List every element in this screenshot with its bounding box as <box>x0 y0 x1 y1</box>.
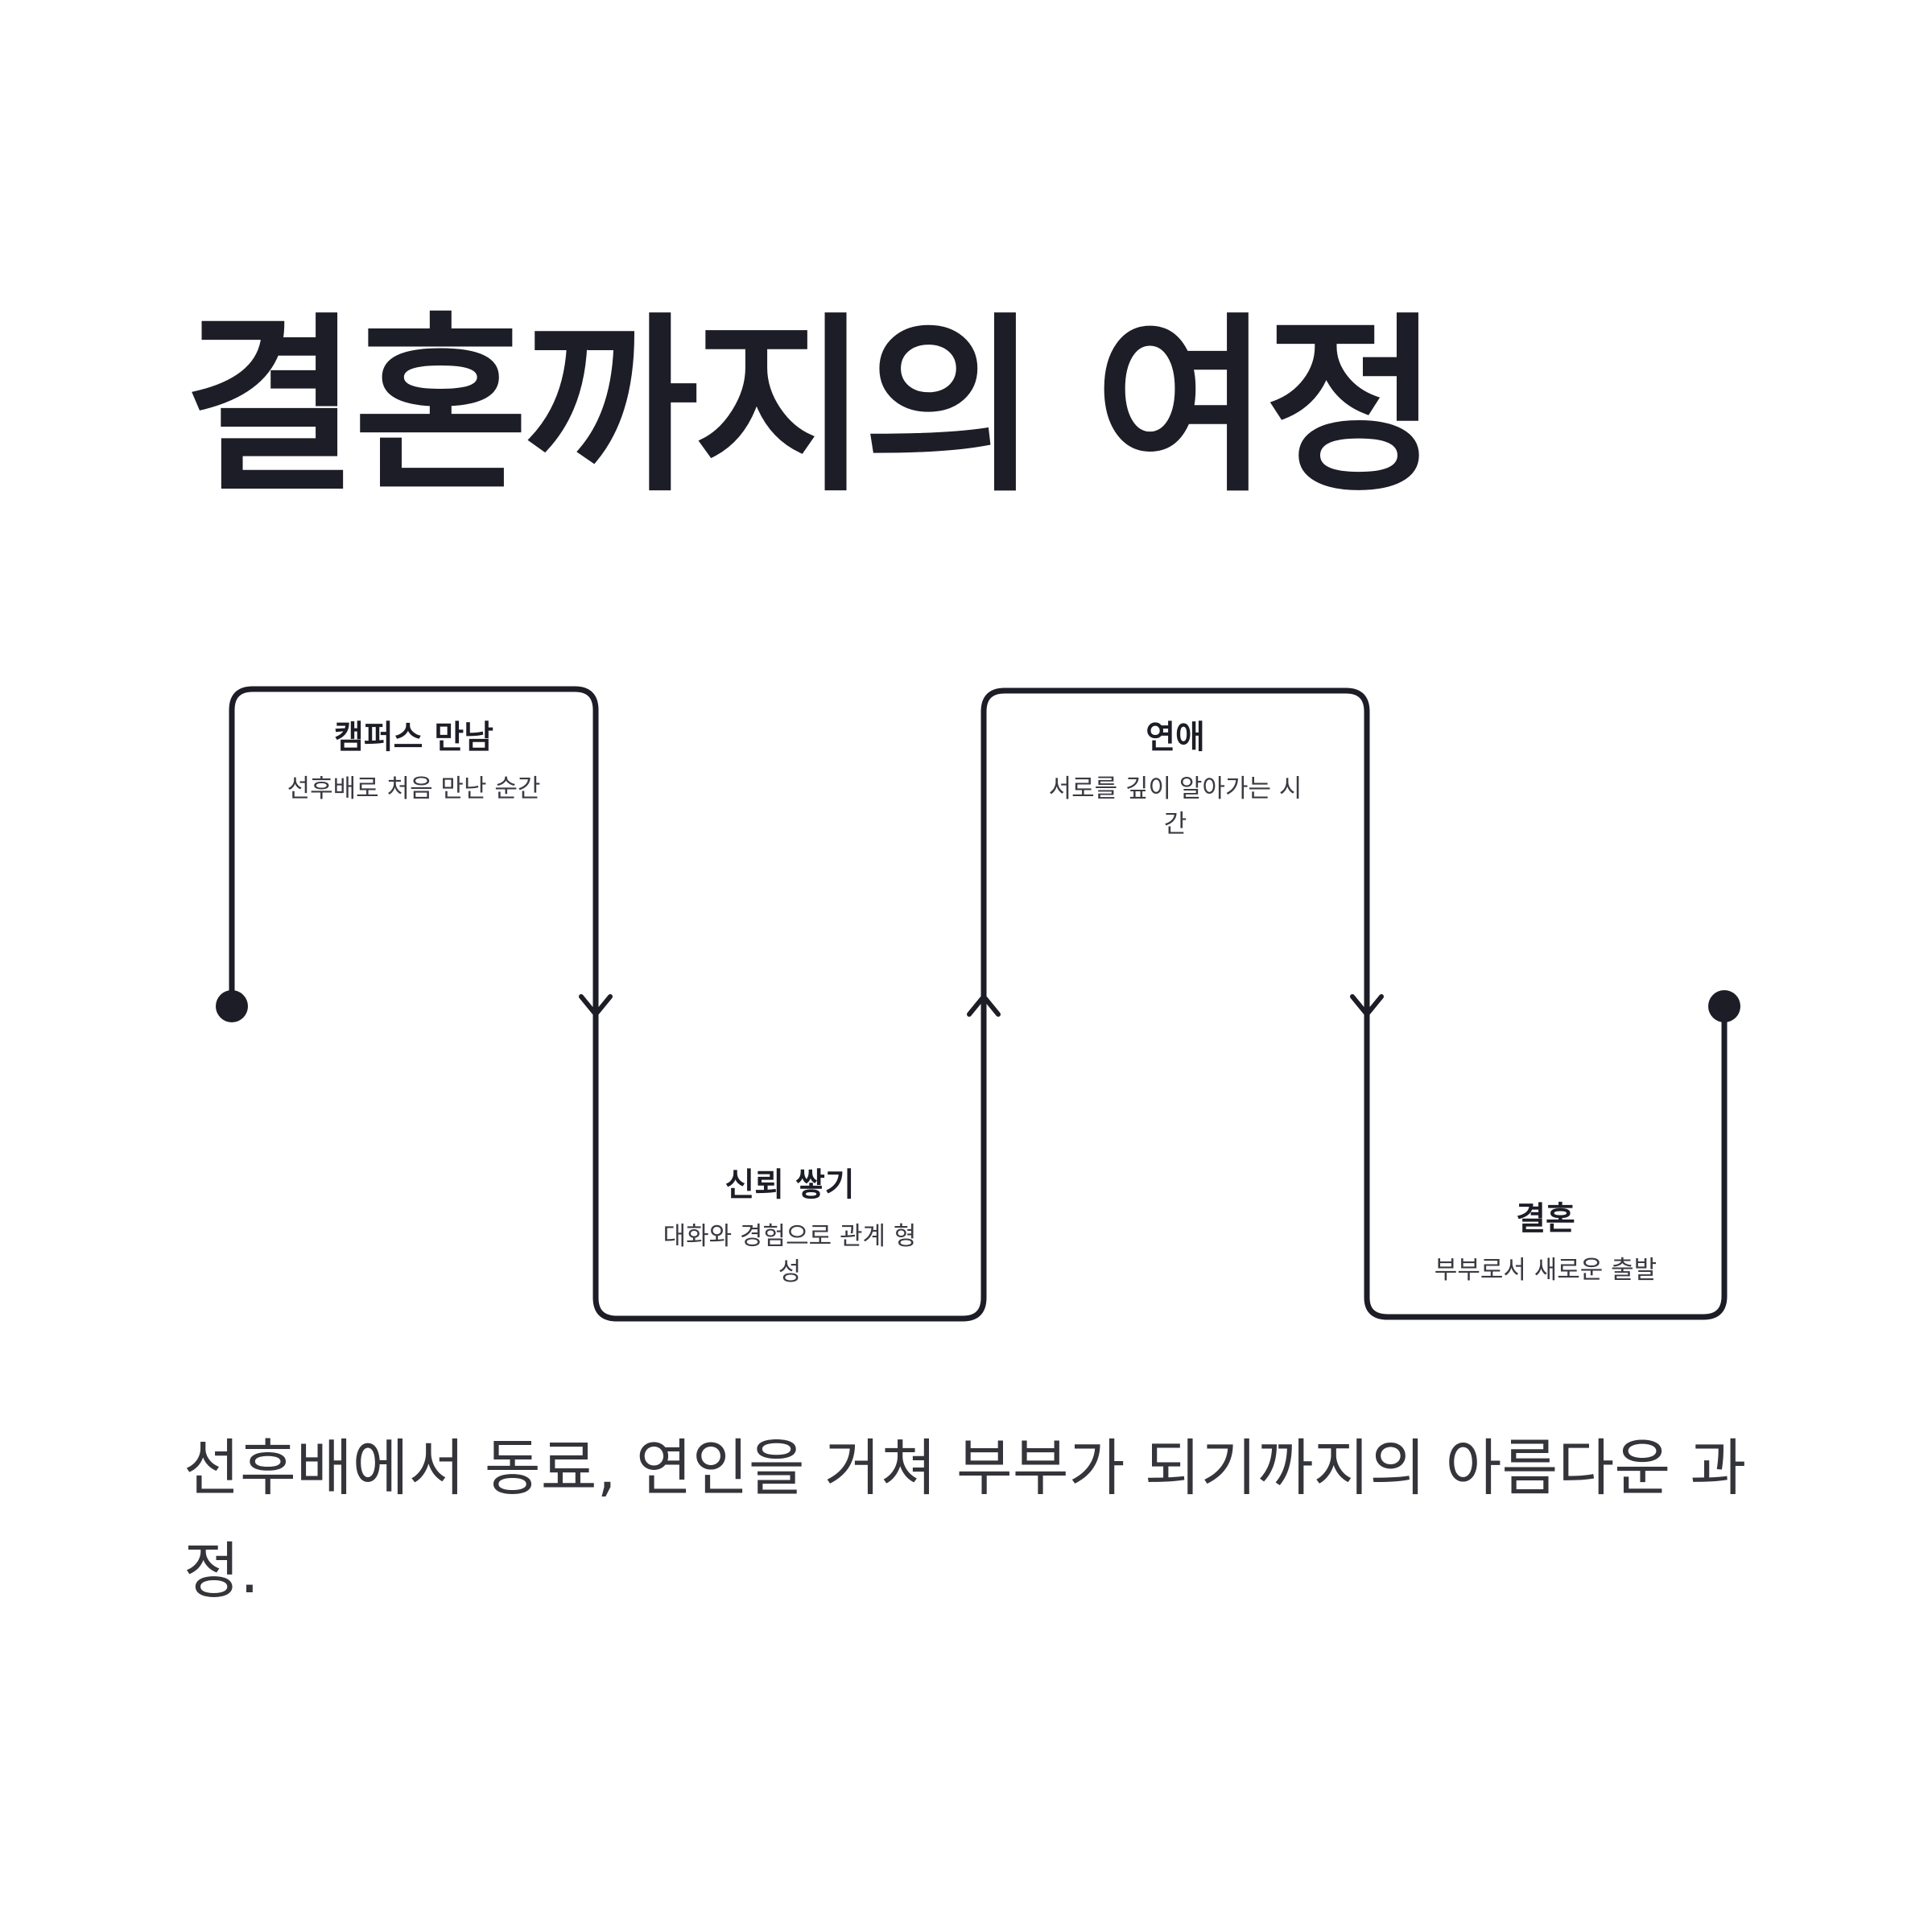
step-3-description: 서로를 깊이 알아가는 시간 <box>1048 774 1302 839</box>
step-1-description: 선후배로 처음 만난 순간 <box>287 774 541 803</box>
arrow-down-icon <box>579 994 613 1017</box>
page-title: 결혼까지의 여정 <box>184 296 1439 518</box>
step-4-description: 부부로서 새로운 출발 <box>1434 1256 1657 1285</box>
step-2-title: 신뢰 쌓기 <box>724 1166 855 1203</box>
arrow-up-icon <box>967 994 1001 1017</box>
journey-path-line <box>229 686 1728 1322</box>
step-3-title: 연애 <box>1146 719 1205 756</box>
step-4-title: 결혼 <box>1516 1200 1575 1237</box>
step-2-description: 대화와 경험으로 관계 형성 <box>663 1222 917 1286</box>
caption-text: 선후배에서 동료, 연인을 거쳐 부부가 되기까지의 아름다운 과정. <box>184 1432 1747 1607</box>
start-dot <box>216 990 248 1022</box>
end-dot <box>1708 990 1740 1022</box>
arrow-down-icon <box>1350 994 1384 1017</box>
step-1-title: 캠퍼스 만남 <box>334 719 493 756</box>
